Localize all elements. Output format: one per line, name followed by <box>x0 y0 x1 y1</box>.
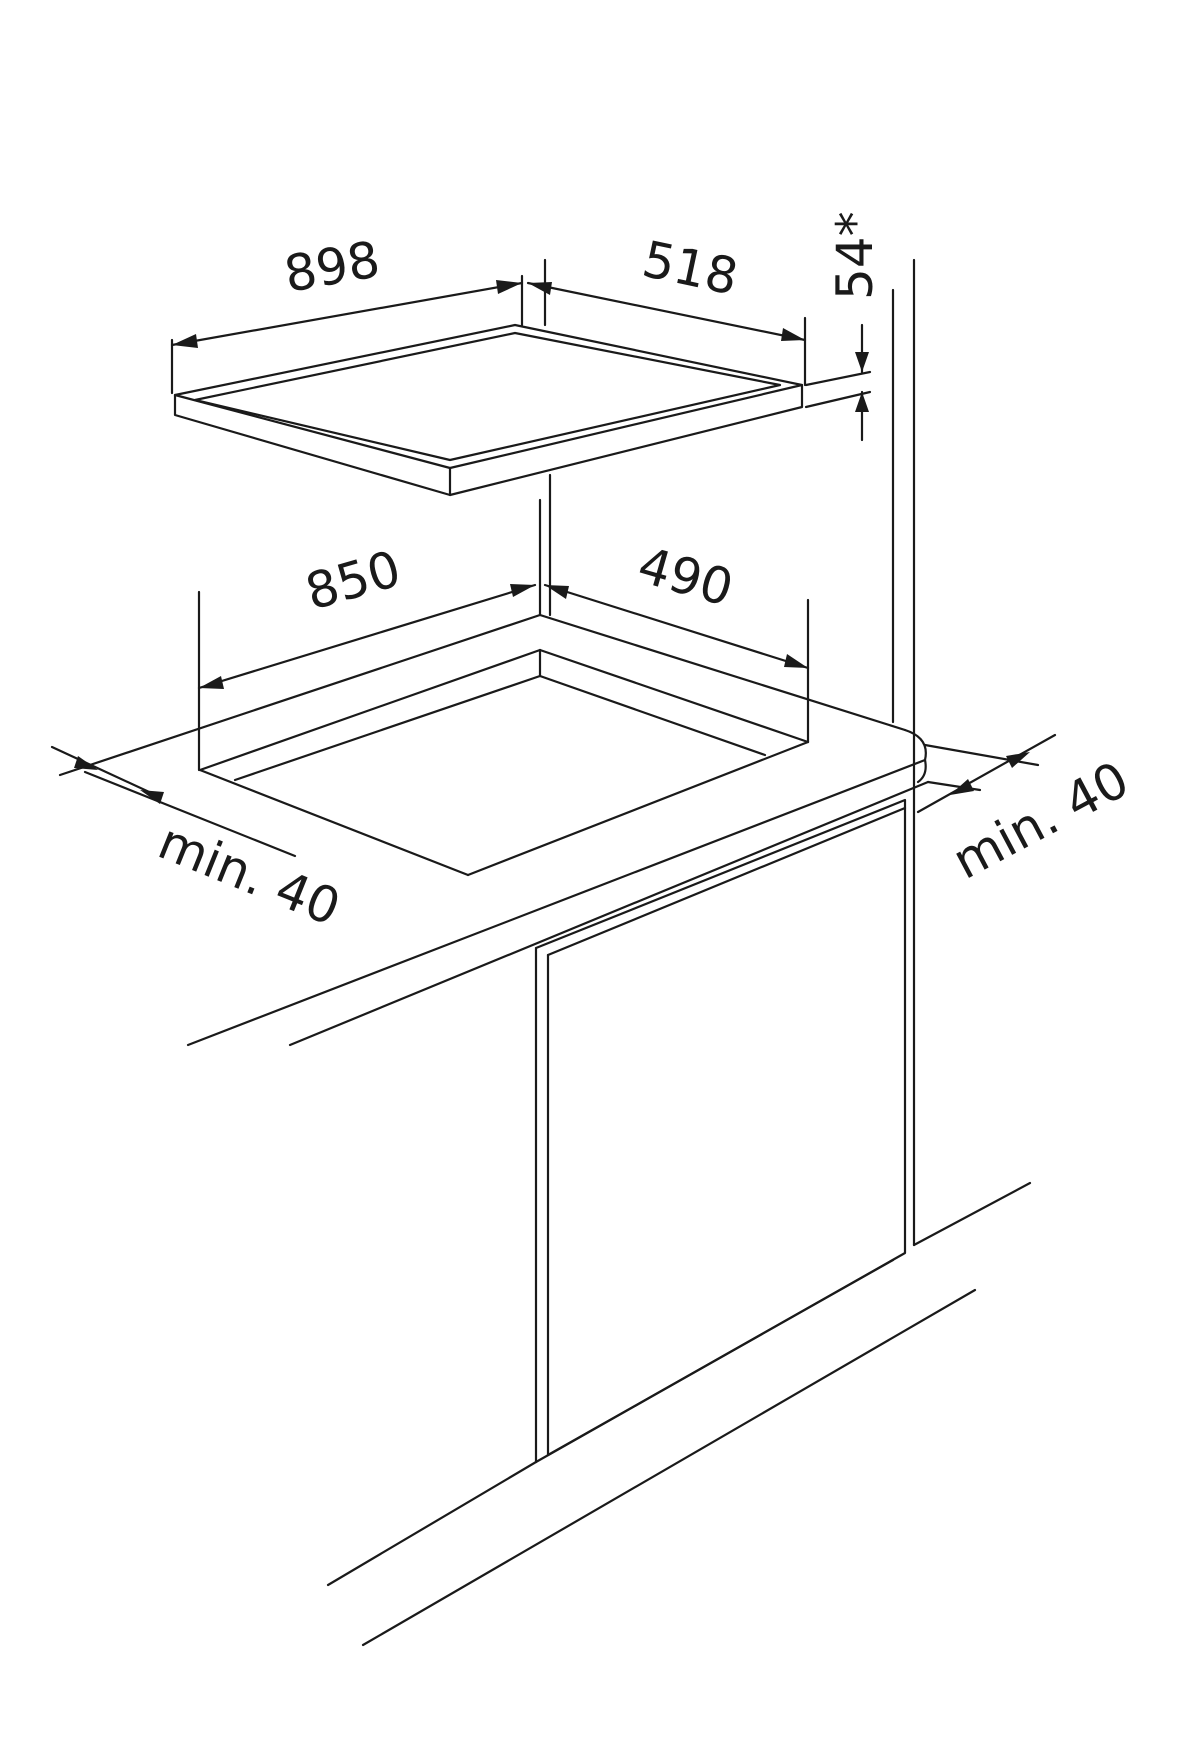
label-hob-depth: 518 <box>638 230 743 307</box>
ext-line <box>923 743 1040 767</box>
arrow <box>528 282 552 295</box>
cabinet <box>326 798 977 1647</box>
dimension-line <box>526 281 807 342</box>
dimension-clearance-right <box>916 733 1057 814</box>
hob <box>173 323 804 497</box>
dimension-line <box>543 583 810 670</box>
cutout-front-right-edge <box>466 740 810 877</box>
floor-line-back <box>361 1288 977 1647</box>
countertop <box>58 613 930 1047</box>
arrow <box>172 334 198 348</box>
cutout-inner-back-right <box>538 648 810 744</box>
dimension-line <box>50 745 162 799</box>
cutout-floor-back-right <box>538 674 767 757</box>
arrow <box>140 790 164 804</box>
floor-line-front <box>326 1460 538 1587</box>
label-clearance-left: min. 40 <box>151 812 349 937</box>
dimension-hob-width <box>170 274 524 395</box>
dimension-hob-depth <box>526 258 807 387</box>
arrow <box>199 676 224 689</box>
ext-line <box>83 770 297 858</box>
cutout-inner-back-left <box>198 648 542 772</box>
ext-line <box>804 370 872 387</box>
arrow <box>496 280 522 294</box>
countertop-front-bottom-edge <box>288 780 930 1047</box>
cabinet-inner <box>546 953 895 1457</box>
wall <box>891 258 1032 1247</box>
cutout-front-left-edge <box>198 768 470 877</box>
dimension-cutout-width <box>197 583 537 772</box>
cabinet-outer <box>534 798 907 1464</box>
arrow <box>784 654 808 668</box>
arrow <box>781 328 805 341</box>
arrow <box>950 779 974 795</box>
countertop-front-corner <box>916 758 927 784</box>
hob-glass-inner <box>193 331 782 462</box>
label-clearance-right: min. 40 <box>943 750 1138 890</box>
arrow <box>855 392 869 412</box>
cabinet-inner-top <box>546 806 907 957</box>
countertop-back-edge-left <box>58 613 542 777</box>
countertop-back-edge-right <box>538 613 907 732</box>
label-cutout-depth: 490 <box>632 536 740 618</box>
dimension-line <box>197 583 537 690</box>
cutout <box>198 473 810 877</box>
cutout-floor-back-left <box>233 674 542 782</box>
arrow <box>545 585 569 599</box>
dimension-line <box>170 281 524 347</box>
arrow <box>510 584 535 597</box>
hob-top-outline <box>173 323 804 470</box>
dimension-line <box>916 733 1057 814</box>
label-hob-width: 898 <box>280 230 384 304</box>
dimension-clearance-left <box>50 745 297 858</box>
label-cutout-width: 850 <box>299 539 407 621</box>
wall-floor-line <box>912 1181 1032 1247</box>
dimension-hob-height <box>804 323 872 442</box>
arrow <box>1006 752 1030 768</box>
dimension-cutout-depth <box>543 583 810 744</box>
arrow <box>74 756 98 770</box>
arrow <box>855 352 869 372</box>
label-hob-height: 54* <box>826 211 884 300</box>
ext-line <box>804 390 872 409</box>
